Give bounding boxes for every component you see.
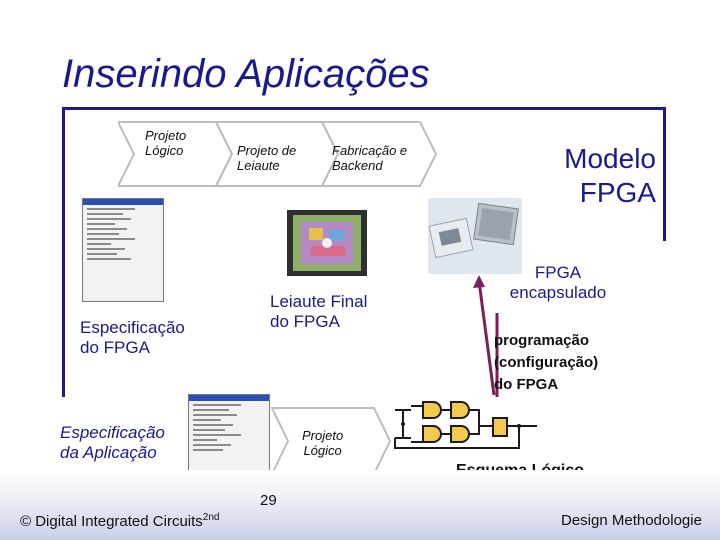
fpga-encapsulado-label: FPGA encapsulado	[509, 263, 607, 302]
logic-schematic-icon	[394, 401, 537, 449]
fpga-package-icon	[428, 198, 522, 274]
top-flow-chevrons	[118, 121, 438, 187]
footer-right-title: Design Methodologie	[561, 512, 702, 529]
arrow-up-head	[473, 275, 485, 288]
programacao-label: programação (configuração) do FPGA	[494, 332, 599, 393]
arrow-up-line	[477, 280, 496, 396]
leiaute-final-label: Leiaute Final do FPGA	[270, 292, 368, 331]
copyright-text: © Digital Integrated Circuits	[20, 513, 203, 530]
modelo-fpga-label: Modelo FPGA	[564, 143, 656, 208]
step-projeto-logico: Projeto Lógico	[145, 128, 187, 158]
step-fabricacao: Fabricação e Backend	[332, 143, 408, 173]
step-projeto-logico-bottom: Projeto Lógico	[302, 428, 344, 458]
step-projeto-leiaute: Projeto de Leiaute	[237, 143, 297, 173]
especificacao-fpga-label: Especificação do FPGA	[80, 318, 185, 357]
flow-frame-left	[62, 107, 65, 397]
especificacao-aplicacao-label: Especificação da Aplicação	[60, 423, 165, 462]
window-screenshot-icon	[82, 198, 164, 302]
chip-layout-icon	[287, 210, 367, 276]
page-title: Inserindo Aplicações	[62, 52, 430, 96]
footer-band	[0, 470, 720, 540]
page-number: 29	[260, 492, 277, 509]
edition-superscript: 2nd	[202, 512, 220, 523]
programming-arrows	[473, 275, 499, 397]
chevron-fabricacao	[320, 121, 438, 187]
footer-copyright: © Digital Integrated Circuits2nd	[20, 512, 219, 530]
